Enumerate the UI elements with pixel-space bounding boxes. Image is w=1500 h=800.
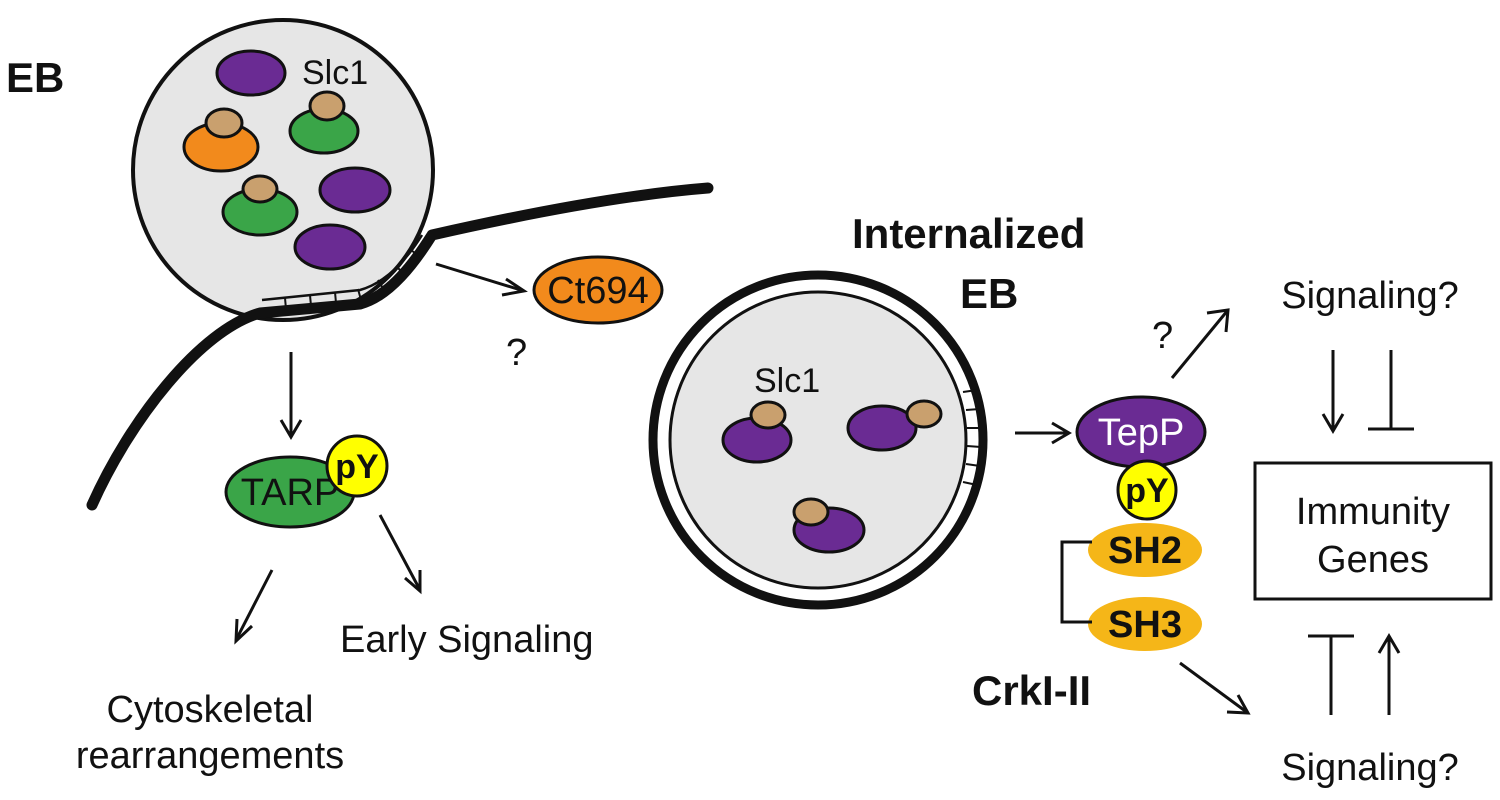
- slc1-label-internal: Slc1: [754, 362, 820, 400]
- signaling-top-label: Signaling?: [1281, 275, 1458, 317]
- slc1-chaperone: [241, 174, 279, 204]
- arrow-to-signaling-top: [1170, 308, 1230, 379]
- immunity-genes-box: [1253, 461, 1493, 601]
- ct694-node: [532, 255, 664, 325]
- crki-linker: [1060, 540, 1092, 624]
- effector-purple: [215, 49, 287, 97]
- internalized-eb-body: [668, 290, 968, 590]
- arrow-activate-top: [1321, 350, 1345, 434]
- cytoskeletal-label-line2: rearrangements: [76, 735, 344, 777]
- py-label-tarp: pY: [335, 448, 379, 486]
- cytoskeletal-label-line1: Cytoskeletal: [107, 689, 314, 731]
- signaling-bottom-label: Signaling?: [1281, 747, 1458, 789]
- effector-purple-2: [318, 166, 392, 214]
- ct694-question: ?: [506, 332, 527, 374]
- green-effector-complex-2: [221, 174, 299, 237]
- tepp-slc1-complex-2: [846, 399, 943, 452]
- arrow-to-early-signaling: [378, 514, 422, 595]
- arrow-to-signaling-bottom: [1179, 661, 1251, 715]
- arrow-to-ct694: [435, 262, 528, 297]
- internalized-eb-title-line1: Internalized: [852, 210, 1085, 257]
- immunity-label-line2: Genes: [1317, 539, 1429, 581]
- sh2-domain: [1088, 523, 1202, 577]
- host-membrane: [86, 182, 714, 511]
- py-badge-tepp: [1116, 459, 1178, 521]
- slc1-chaperone: [204, 107, 244, 139]
- arrow-to-tarp: [279, 352, 303, 440]
- crki-label: CrkI-II: [972, 667, 1091, 714]
- sh3-domain: [1088, 597, 1202, 651]
- inhibit-top: [1368, 350, 1414, 431]
- arrow-activate-bottom: [1377, 633, 1401, 715]
- early-signaling-label: Early Signaling: [340, 619, 593, 661]
- tepp-slc1-complex-3: [792, 497, 866, 554]
- tarp-label: TARP: [241, 472, 340, 514]
- green-effector-complex: [288, 90, 360, 155]
- sh3-label: SH3: [1108, 604, 1182, 646]
- eb-label: EB: [6, 54, 64, 101]
- immunity-label-line1: Immunity: [1296, 491, 1450, 533]
- arrow-to-tepp: [1015, 421, 1072, 445]
- tepp-question: ?: [1152, 315, 1173, 357]
- inhibit-bottom: [1308, 634, 1354, 715]
- slc1-chaperone: [792, 497, 830, 527]
- orange-effector-complex: [182, 107, 260, 173]
- arrow-to-cytoskeletal: [234, 569, 274, 645]
- slc1-chaperone: [308, 90, 346, 122]
- tepp-slc1-complex: [721, 400, 793, 464]
- py-label-tepp: pY: [1125, 472, 1169, 510]
- ct694-label: Ct694: [547, 270, 648, 312]
- internalized-eb-title-line2: EB: [960, 270, 1018, 317]
- tepp-label: TepP: [1098, 412, 1185, 454]
- tepp-effector-purple: [846, 404, 918, 452]
- slc1-label-top: Slc1: [302, 54, 368, 92]
- membrane-pore-inner: [261, 234, 424, 302]
- sh2-label: SH2: [1108, 530, 1182, 572]
- membrane-pore-ticks: [284, 249, 421, 310]
- slc1-chaperone: [749, 400, 787, 430]
- slc1-chaperone: [905, 399, 943, 429]
- internalized-eb-pore-ticks: [962, 389, 982, 486]
- py-badge-tarp: [325, 434, 389, 498]
- effector-purple-3: [293, 223, 367, 271]
